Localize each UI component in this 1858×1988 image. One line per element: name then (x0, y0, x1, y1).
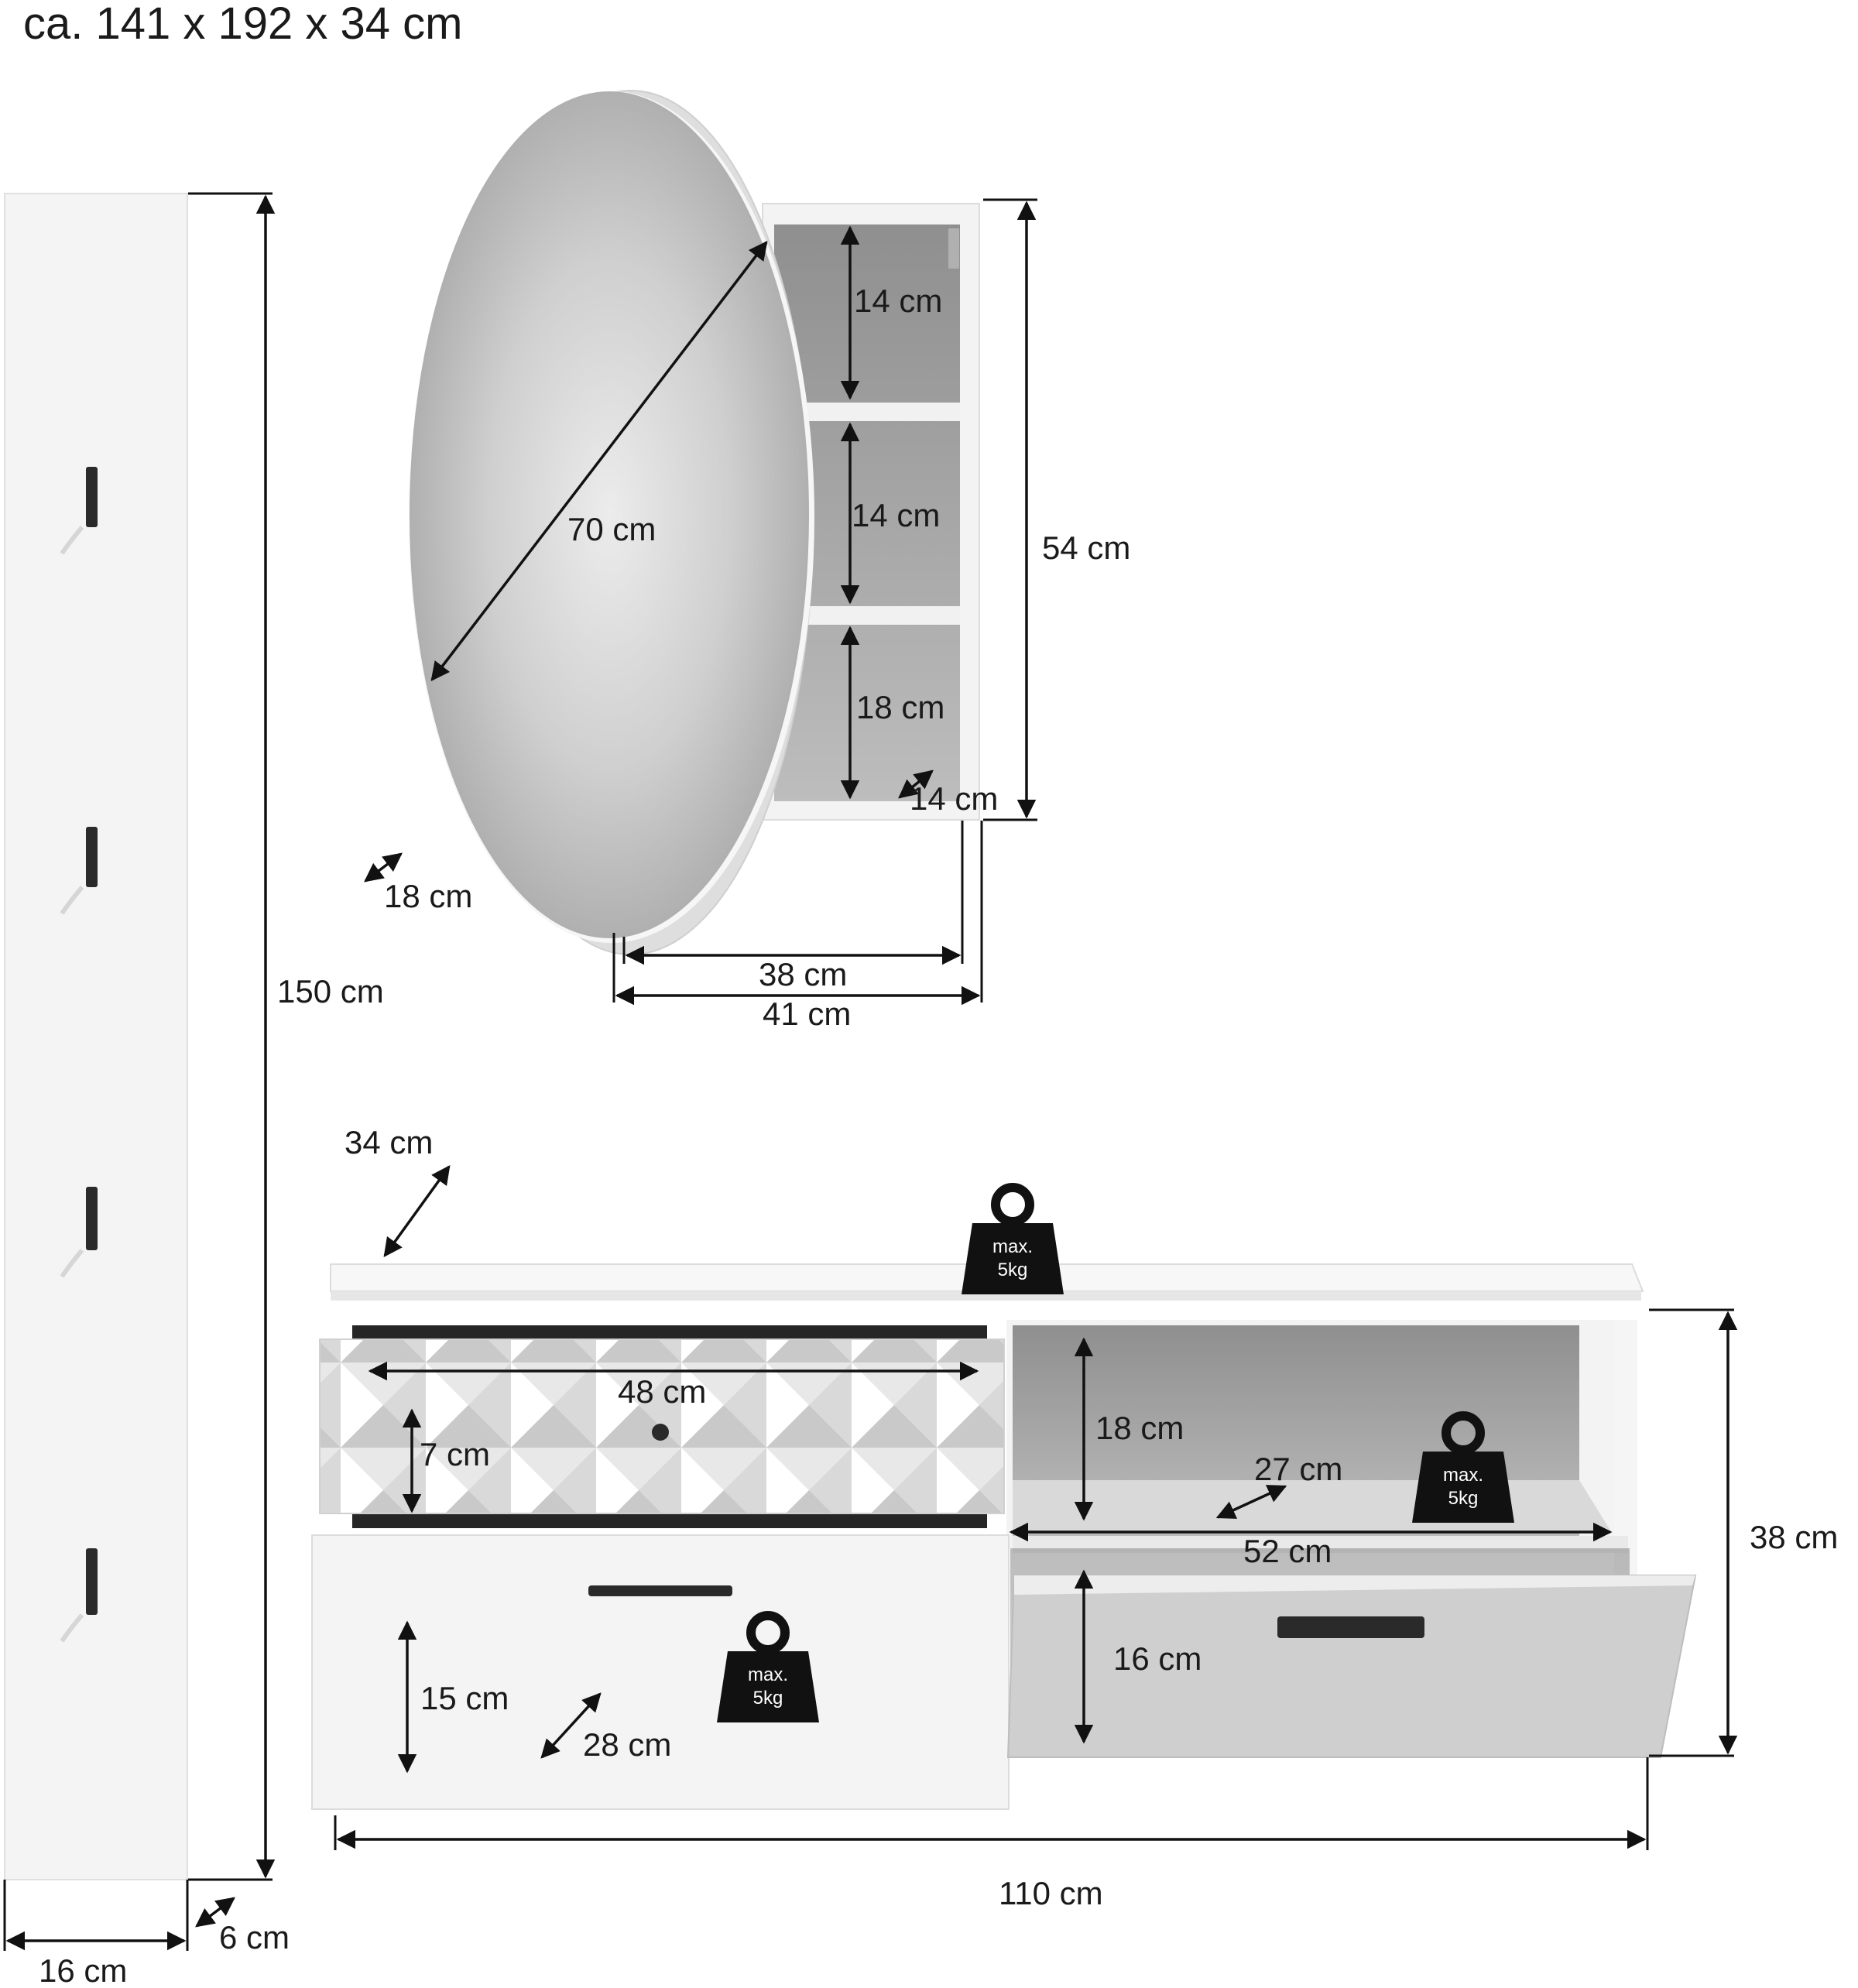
compartment-shelf (1013, 1480, 1612, 1533)
mirror-depth-dimension (364, 852, 403, 883)
shelf-1-label: 14 cm (854, 283, 942, 319)
drawer-knob (652, 1424, 669, 1441)
wall-panel-body (4, 193, 188, 1880)
weight-limit-line1: max. (992, 1236, 1033, 1257)
open-height-label: 18 cm (1095, 1410, 1184, 1446)
sideboard-depth-label: 34 cm (345, 1124, 433, 1160)
inner-depth-dimension (898, 769, 934, 799)
door-depth-dimension (540, 1692, 602, 1759)
door-handle (588, 1585, 732, 1596)
door-height-label: 15 cm (420, 1680, 509, 1716)
panel-width-label: 16 cm (39, 1952, 127, 1988)
page-title: ca. 141 x 192 x 34 cm (23, 0, 462, 49)
flap-height-label: 16 cm (1113, 1640, 1202, 1677)
cabinet-width-label: 41 cm (763, 996, 851, 1032)
hook (60, 1187, 98, 1278)
lower-left-door (311, 1534, 1010, 1810)
door-depth-label: 28 cm (583, 1726, 671, 1763)
weight-icon: max. 5kg (1412, 1411, 1514, 1523)
inner-width-label: 38 cm (759, 956, 847, 992)
weight-limit-line2: 5kg (998, 1260, 1028, 1280)
weight-icon: max. 5kg (717, 1611, 819, 1722)
shelf-2-label: 14 cm (852, 497, 940, 533)
drawer-width-label: 48 cm (618, 1373, 706, 1410)
flap-handle (1277, 1616, 1424, 1638)
weight-limit-line2: 5kg (1448, 1488, 1479, 1509)
shelf-depth-label: 27 cm (1254, 1451, 1342, 1487)
weight-icon: max. 5kg (962, 1183, 1064, 1294)
shelf-depth-dimension (1215, 1485, 1287, 1519)
cabinet-height-label: 54 cm (1042, 530, 1130, 566)
wall-panel (4, 193, 188, 1880)
weight-limit-line1: max. (748, 1664, 788, 1685)
panel-depth-label: 6 cm (219, 1919, 290, 1955)
panel-height-label: 150 cm (277, 973, 384, 1009)
weight-limit-line1: max. (1443, 1465, 1483, 1486)
inner-depth-label: 14 cm (910, 780, 998, 817)
sideboard (311, 1263, 1697, 1810)
hook (60, 827, 98, 915)
mirror-diameter-dimension (430, 241, 768, 681)
open-width-label: 52 cm (1243, 1533, 1332, 1569)
drawer-height-label: 7 cm (420, 1436, 490, 1472)
hook (60, 1548, 98, 1643)
sideboard-depth-dimension (383, 1165, 451, 1257)
mirror-diameter-label: 70 cm (567, 511, 656, 547)
weight-limit-line2: 5kg (753, 1688, 783, 1709)
open-flap (1006, 1575, 1697, 1758)
sideboard-height-label: 38 cm (1750, 1519, 1838, 1555)
shelf-3-label: 18 cm (856, 689, 944, 725)
panel-depth-dimension (195, 1897, 235, 1928)
hook (60, 467, 98, 555)
mirror-depth-label: 18 cm (384, 878, 472, 914)
sideboard-width-label: 110 cm (999, 1875, 1103, 1911)
